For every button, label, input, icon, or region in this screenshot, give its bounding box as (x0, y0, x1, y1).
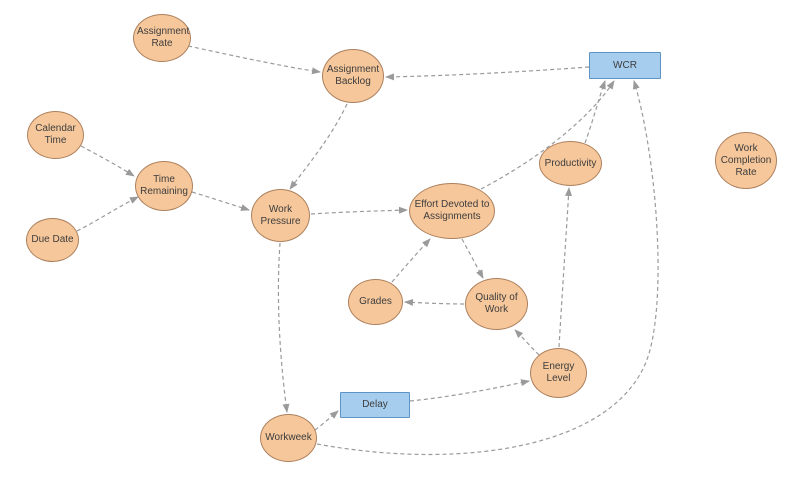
node-label-quality-of-work: Quality of Work (475, 292, 518, 315)
node-grades[interactable]: Grades (348, 279, 403, 325)
edge-time-remaining-to-work-pressure[interactable] (191, 191, 250, 211)
edge-productivity-to-wcr[interactable] (584, 80, 606, 144)
node-workweek[interactable]: Workweek (260, 414, 317, 462)
edge-energy-level-to-quality-of-work[interactable] (514, 329, 540, 356)
node-label-calendar-time: Calendar Time (35, 123, 76, 146)
node-label-assignment-rate: Assignment Rate (137, 26, 190, 49)
node-label-productivity: Productivity (544, 157, 597, 169)
node-work-pressure[interactable]: Work Pressure (251, 189, 310, 242)
edge-wcr-to-assignment-backlog[interactable] (385, 66, 590, 81)
node-assignment-rate[interactable]: Assignment Rate (133, 14, 191, 62)
node-label-time-remaining: Time Remaining (140, 174, 188, 197)
node-label-due-date: Due Date (31, 234, 74, 245)
edge-effort-to-quality-of-work[interactable] (461, 238, 484, 279)
edge-energy-level-to-productivity[interactable] (558, 187, 573, 348)
edge-calendar-time-to-time-remaining[interactable] (80, 145, 135, 177)
node-label-effort: Effort Devoted to Assignments (414, 199, 490, 222)
node-assignment-backlog[interactable]: Assignment Backlog (322, 49, 384, 103)
edge-effort-to-wcr[interactable] (480, 80, 615, 190)
node-label-delay: Delay (362, 399, 388, 410)
node-effort[interactable]: Effort Devoted to Assignments (409, 183, 495, 239)
node-label-workweek: Workweek (265, 432, 312, 443)
edge-due-date-to-time-remaining[interactable] (76, 196, 139, 232)
edge-assignment-rate-to-assignment-backlog[interactable] (187, 45, 321, 75)
node-time-remaining[interactable]: Time Remaining (135, 161, 193, 211)
edge-assignment-backlog-to-work-pressure[interactable] (289, 103, 348, 190)
edge-workweek-to-wcr[interactable] (316, 80, 659, 456)
edge-work-pressure-to-effort[interactable] (310, 206, 408, 215)
node-work-completion-rate[interactable]: Work Completion Rate (715, 132, 777, 189)
edge-workweek-to-delay[interactable] (314, 410, 339, 431)
edge-grades-to-effort[interactable] (391, 238, 431, 283)
node-label-work-pressure: Work Pressure (260, 203, 301, 227)
node-label-assignment-backlog: Assignment Backlog (326, 64, 380, 87)
node-due-date[interactable]: Due Date (26, 218, 79, 262)
node-quality-of-work[interactable]: Quality of Work (465, 278, 528, 330)
edge-work-pressure-to-workweek[interactable] (277, 242, 290, 413)
edge-quality-of-work-to-grades[interactable] (404, 298, 465, 306)
node-label-energy-level: Energy Level (542, 361, 575, 384)
node-calendar-time[interactable]: Calendar Time (27, 111, 84, 159)
node-productivity[interactable]: Productivity (539, 141, 602, 186)
node-delay[interactable]: Delay (340, 392, 410, 418)
node-label-work-completion-rate: Work Completion Rate (720, 142, 772, 178)
node-wcr[interactable]: WCR (589, 52, 661, 79)
node-label-wcr: WCR (613, 59, 637, 71)
edge-delay-to-energy-level[interactable] (409, 379, 530, 402)
node-energy-level[interactable]: Energy Level (530, 348, 587, 398)
node-label-grades: Grades (359, 296, 392, 307)
